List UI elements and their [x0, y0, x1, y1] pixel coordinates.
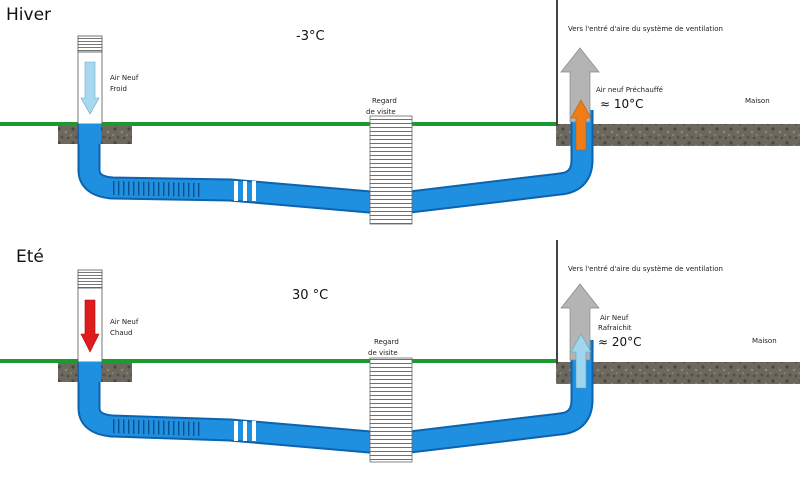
- winter-corrugated-section: [111, 181, 201, 197]
- summer-house-soil: [556, 362, 800, 384]
- summer-panel: Eté 30 °C Air Neuf Chaud Regard de visit…: [0, 240, 800, 463]
- winter-house-label: Maison: [745, 97, 770, 105]
- winter-panel: Hiver -3°C Air Neuf Froid Regard de vi: [0, 0, 800, 225]
- winter-pipe-break: [234, 181, 256, 201]
- winter-manhole-label-line1: Regard: [372, 97, 397, 105]
- summer-outlet-label-line2: Rafraichit: [598, 324, 632, 332]
- summer-house-label: Maison: [752, 337, 777, 345]
- winter-intake-arrow: [80, 61, 100, 115]
- winter-intake-label-line2: Froid: [110, 85, 127, 93]
- winter-house-soil: [556, 124, 800, 146]
- summer-corrugated-section: [111, 419, 201, 436]
- winter-outdoor-temp: -3°C: [296, 29, 325, 44]
- summer-intake-label-line1: Air Neuf: [110, 318, 139, 326]
- winter-outlet-temp: ≈ 10°C: [600, 97, 644, 111]
- winter-manhole-label-line2: de visite: [366, 108, 396, 116]
- summer-ground-line: [0, 359, 556, 363]
- winter-outlet-label: Air neuf Préchauffé: [596, 86, 663, 94]
- winter-vent-arrow: [560, 47, 600, 123]
- summer-season-title: Eté: [16, 247, 44, 267]
- summer-manhole-label-line1: Regard: [374, 338, 399, 346]
- winter-intake-label-line1: Air Neuf: [110, 74, 139, 82]
- summer-manhole-label-line2: de visite: [368, 349, 398, 357]
- winter-manhole: [369, 115, 413, 225]
- winter-season-title: Hiver: [6, 5, 51, 25]
- summer-outdoor-temp: 30 °C: [292, 288, 328, 303]
- summer-intake-label-line2: Chaud: [110, 329, 133, 337]
- summer-outlet-label-line1: Air Neuf: [600, 314, 629, 322]
- summer-house-wall: [556, 240, 558, 364]
- winter-intake-chimney: [77, 35, 103, 144]
- winter-house-wall: [556, 0, 558, 126]
- summer-ventilation-label: Vers l'entré d'aire du système de ventil…: [568, 265, 723, 273]
- winter-outlet-arrow: [570, 99, 592, 151]
- summer-outlet-arrow: [570, 333, 592, 389]
- summer-pipe-break: [234, 421, 256, 441]
- winter-ventilation-label: Vers l'entré d'aire du système de ventil…: [568, 25, 723, 33]
- summer-intake-arrow: [80, 299, 100, 353]
- winter-ground-line: [0, 122, 556, 126]
- summer-manhole: [369, 357, 413, 463]
- summer-outlet-temp: ≈ 20°C: [598, 335, 642, 349]
